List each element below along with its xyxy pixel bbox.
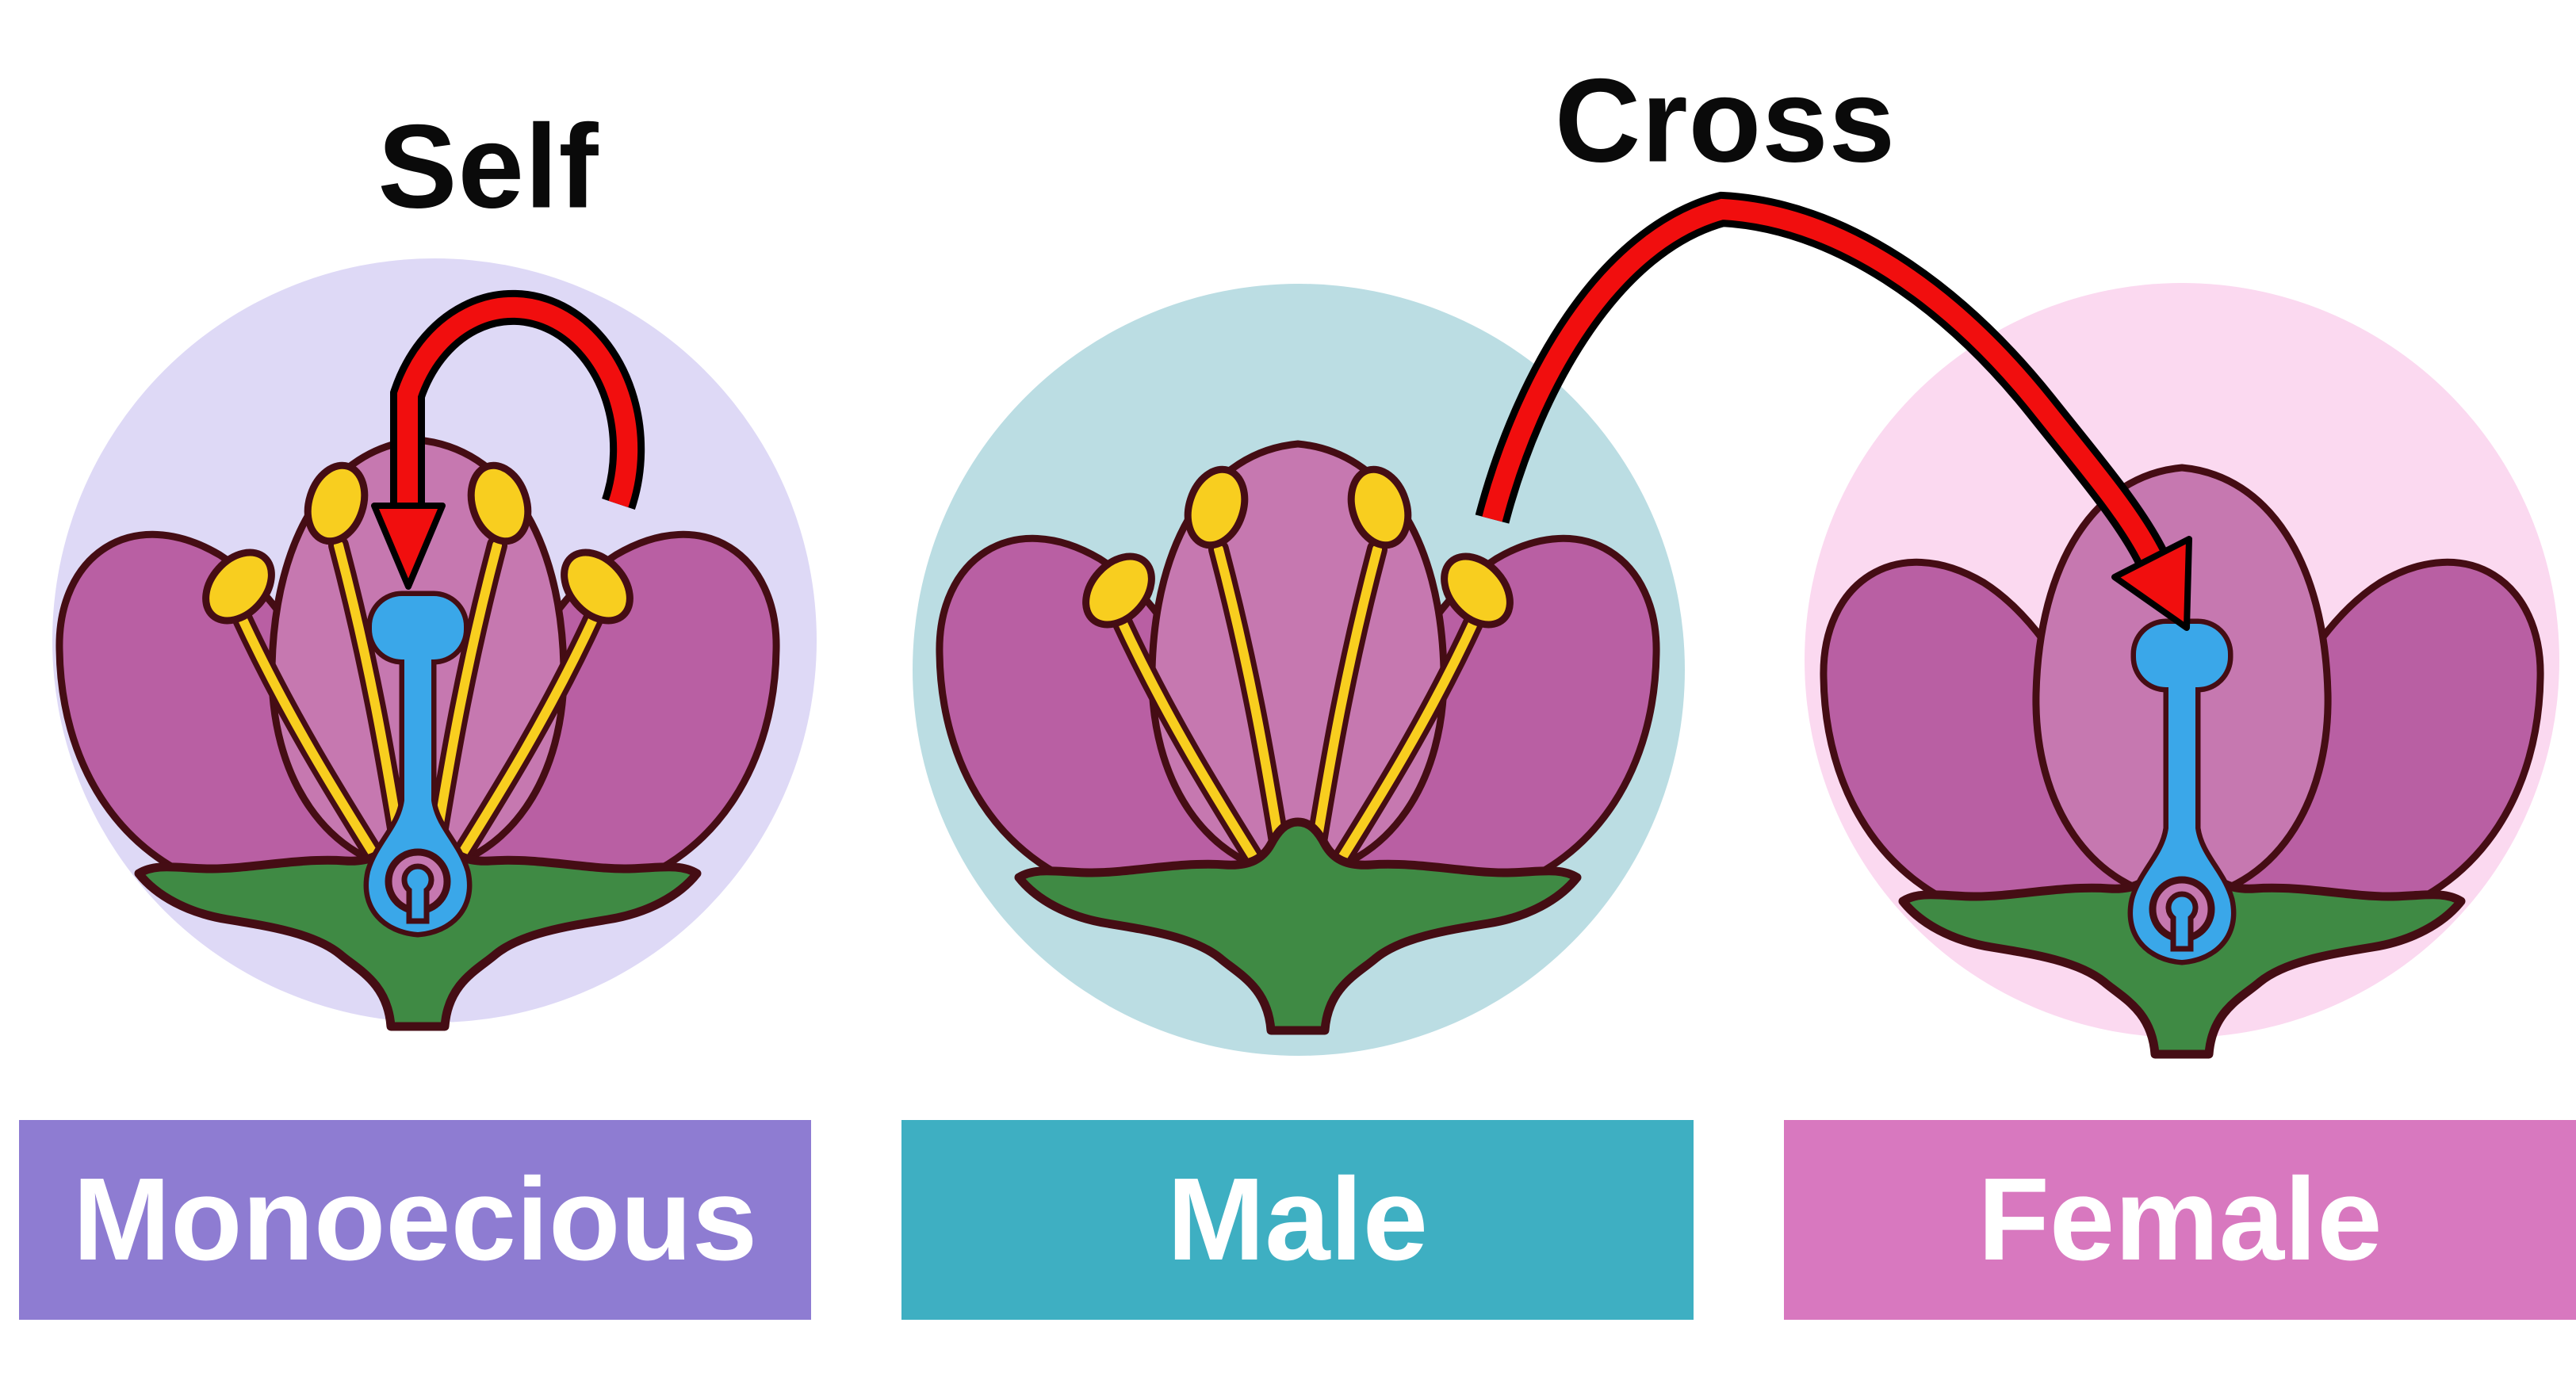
female-label-bar: Female [1784,1120,2576,1320]
cross-arrowhead [2111,536,2192,631]
self-pollination-arrow [371,289,645,590]
cross-pollination-arrow [1475,191,2192,631]
monoecious-label-bar: Monoecious [19,1120,811,1320]
female-label: Female [1977,1154,2383,1285]
monoecious-label: Monoecious [72,1154,758,1285]
self-annotation: Self [377,99,599,233]
cross-annotation: Cross [1554,53,1897,187]
male-label: Male [1166,1154,1429,1285]
male-label-bar: Male [901,1120,1694,1320]
self-arrowhead [371,503,446,590]
